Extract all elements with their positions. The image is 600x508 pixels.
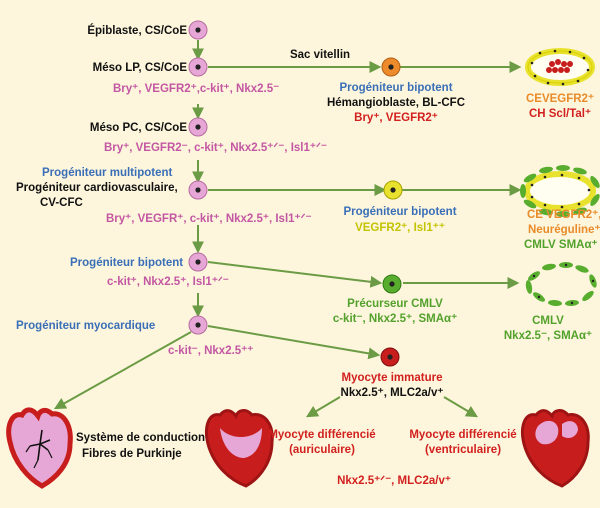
cell-bipotent [188, 252, 208, 272]
label-multipotent-markers: Bry⁺, VEGFR⁺, c-kit⁺, Nkx2.5⁺, Isl1⁺ᐟ⁻ [106, 213, 312, 225]
label-meso-pc-markers: Bry⁺, VEGFR2⁻, c-kit⁺, Nkx2.5⁺ᐟ⁻, Isl1⁺ᐟ… [104, 142, 327, 154]
label-myocardique-title: Progéniteur myocardique [16, 320, 155, 332]
label-epiblaste: Épiblaste, CS/CoE [87, 24, 187, 37]
label-meso-lp: Méso LP, CS/CoE [93, 62, 188, 74]
label-myo-ventr2: (ventriculaire) [425, 444, 501, 456]
label-meso-lp-markers: Bry⁺, VEGFR2⁺,c-kit⁺, Nkx2.5⁻ [113, 83, 279, 95]
label-precurseur-markers: c-kit⁻, Nkx2.5⁺, SMAα⁺ [333, 313, 457, 325]
label-ce-vegfr2: CE VEGFR2⁺, [527, 209, 600, 221]
label-myo-auric2: (auriculaire) [289, 444, 355, 456]
arrow-myo-to-conduction [53, 331, 192, 410]
label-myo-auric1: Myocyte différencié [268, 429, 375, 441]
label-bipotent3-markers: c-kit⁺, Nkx2.5⁺, Isl1⁺ᐟ⁻ [107, 276, 229, 288]
label-conduction1: Système de conduction [76, 432, 205, 444]
label-hemangio-title: Progéniteur bipotent [339, 82, 452, 94]
label-precurseur-title: Précurseur CMLV [347, 298, 443, 310]
label-cmlv-markers: Nkx2.5⁻, SMAα⁺ [504, 330, 592, 342]
vessel-endothelial-smc [520, 165, 600, 217]
label-myocyte-immature-markers: Nkx2.5⁺, MLC2a/v⁺ [341, 387, 444, 399]
label-myo-ventr1: Myocyte différencié [409, 429, 516, 441]
cell-epiblaste [188, 20, 208, 40]
label-ch-scl: CH Scl/Tal⁺ [529, 108, 591, 120]
vessel-hematopoietic [525, 48, 595, 86]
label-sac-vitellin: Sac vitellin [290, 49, 350, 61]
label-hemangio-name: Hémangioblaste, BL-CFC [327, 97, 465, 109]
vessel-cmlv [525, 262, 597, 307]
arrow-immature-to-ventr [443, 396, 479, 418]
label-bipotent2-title: Progéniteur bipotent [343, 206, 456, 218]
label-cmlv-sma: CMLV SMAα⁺ [524, 239, 598, 251]
label-myocyte-immature: Myocyte immature [342, 372, 443, 384]
label-multipotent-title: Progéniteur multipotent [42, 167, 173, 179]
label-neureguline: Neuréguline⁺ [528, 224, 600, 236]
cell-hemangioblaste [381, 57, 401, 77]
heart-auricular-icon [205, 409, 274, 488]
label-myocardique-markers: c-kit⁻, Nkx2.5⁺⁺ [168, 345, 253, 357]
cell-myocardique [188, 315, 208, 335]
cell-myocyte-immature [380, 347, 400, 367]
label-multipotent-name2: CV-CFC [40, 197, 83, 209]
cell-multipotent [188, 180, 208, 200]
heart-conduction-icon [6, 407, 73, 489]
label-conduction2: Fibres de Purkinje [82, 448, 182, 460]
arrow-myo-to-immature [207, 325, 381, 360]
label-multipotent-name1: Progéniteur cardiovasculaire, [16, 182, 178, 194]
heart-ventricular-icon [521, 409, 590, 488]
cell-bipotent-vasc [383, 180, 403, 200]
label-cmlv: CMLV [532, 315, 564, 327]
cell-meso-lp [188, 57, 208, 77]
label-meso-pc: Méso PC, CS/CoE [90, 122, 187, 134]
cell-meso-pc [188, 117, 208, 137]
label-cevegfr2: CEVEGFR2⁺ [526, 93, 594, 105]
label-bipotent2-markers: VEGFR2⁺, Isl1⁺⁺ [355, 222, 445, 234]
label-bottom-markers: Nkx2.5⁺ᐟ⁻, MLC2a/v⁺ [337, 475, 451, 487]
arrow-bip-to-precurseur [207, 261, 383, 288]
label-bipotent3-title: Progéniteur bipotent [70, 257, 183, 269]
cell-precurseur-cmlv [382, 274, 402, 294]
label-hemangio-markers: Bry⁺, VEGFR2⁺ [354, 112, 438, 124]
arrow-immature-to-auric [305, 396, 341, 418]
